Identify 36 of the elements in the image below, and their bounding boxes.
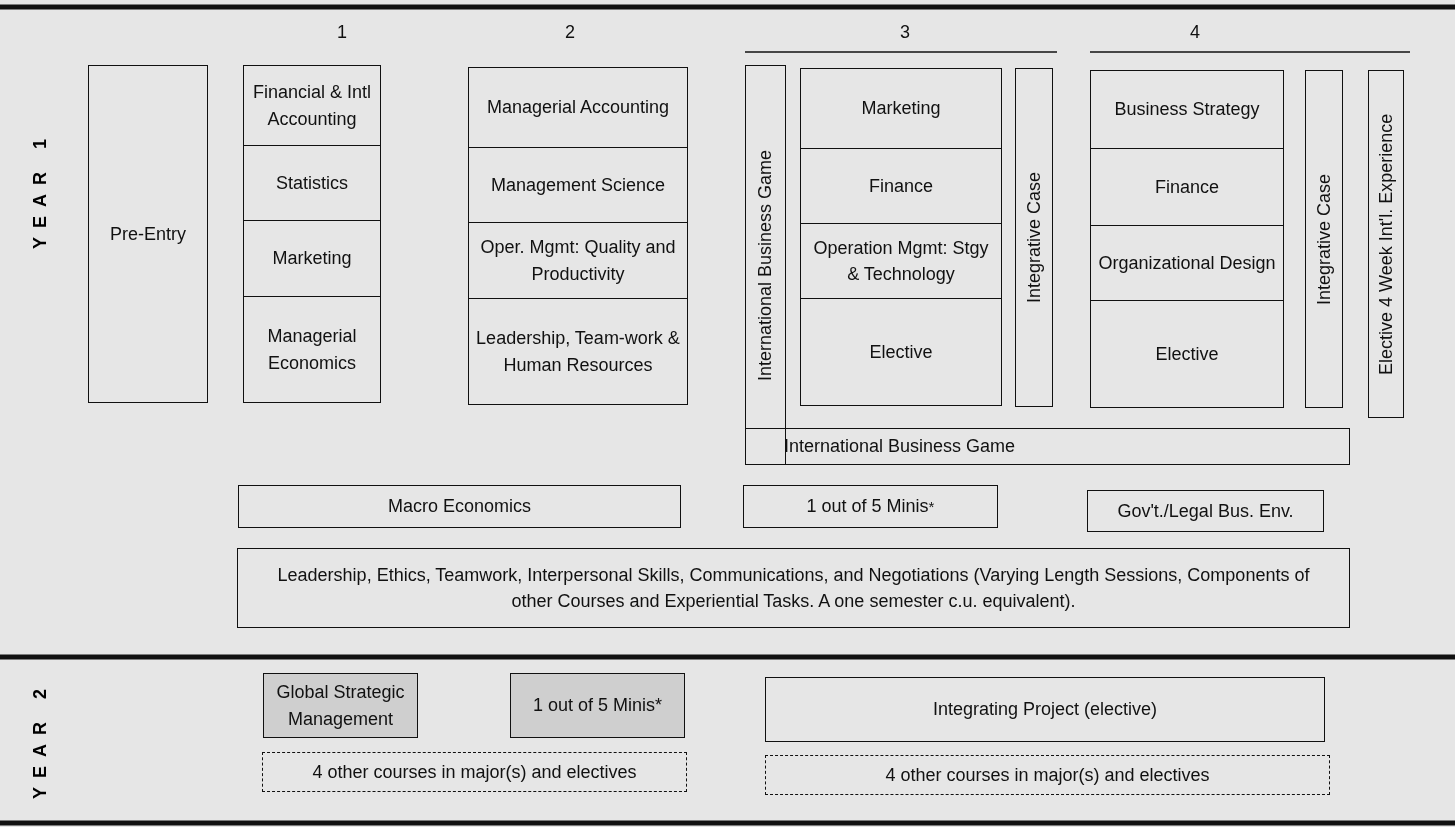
course-box: Integrative Case [1305,70,1343,408]
year-label: YEAR 2 [30,680,51,800]
term-number: 3 [900,22,910,43]
course-box: Marketing [243,220,381,297]
course-box: International Business Game [745,65,786,465]
course-box: Managerial Accounting [468,67,688,148]
course-box: Finance [800,148,1002,224]
course-box: Statistics [243,145,381,221]
course-box: International Business Game [745,428,1350,465]
course-box: Organizational Design [1090,225,1284,301]
course-box: Global Strategic Management [263,673,418,738]
course-box: Finance [1090,148,1284,226]
course-box: Oper. Mgmt: Quality and Productivity [468,222,688,299]
course-box: Managerial Economics [243,296,381,403]
course-box: Integrative Case [1015,68,1053,407]
course-box: Leadership, Team-work & Human Resources [468,298,688,405]
course-box: Financial & Intl Accounting [243,65,381,146]
course-box: Elective 4 Week Int'l. Experience [1368,70,1404,418]
course-box: Integrating Project (elective) [765,677,1325,742]
course-box: Elective [800,298,1002,406]
course-box: Pre-Entry [88,65,208,403]
course-box: 1 out of 5 Minis* [510,673,685,738]
course-box: Elective [1090,300,1284,408]
course-box: Macro Economics [238,485,681,528]
placeholder-box: 4 other courses in major(s) and electives [765,755,1330,795]
course-box: Gov't./Legal Bus. Env. [1087,490,1324,532]
course-box: Leadership, Ethics, Teamwork, Interpersonal Skills, Communications, and Negotiations (Varying Length Sessions, Components of other Courses and Experiential Tasks. A one semester c.u. equivalent). [237,548,1350,628]
term-number: 2 [565,22,575,43]
course-box: Operation Mgmt: Stgy & Technology [800,223,1002,299]
term-number: 4 [1190,22,1200,43]
course-box: Management Science [468,147,688,223]
year-label: YEAR 1 [30,130,51,250]
placeholder-box: 4 other courses in major(s) and electives [262,752,687,792]
course-box: Business Strategy [1090,70,1284,149]
course-box: Marketing [800,68,1002,149]
term-number: 1 [337,22,347,43]
